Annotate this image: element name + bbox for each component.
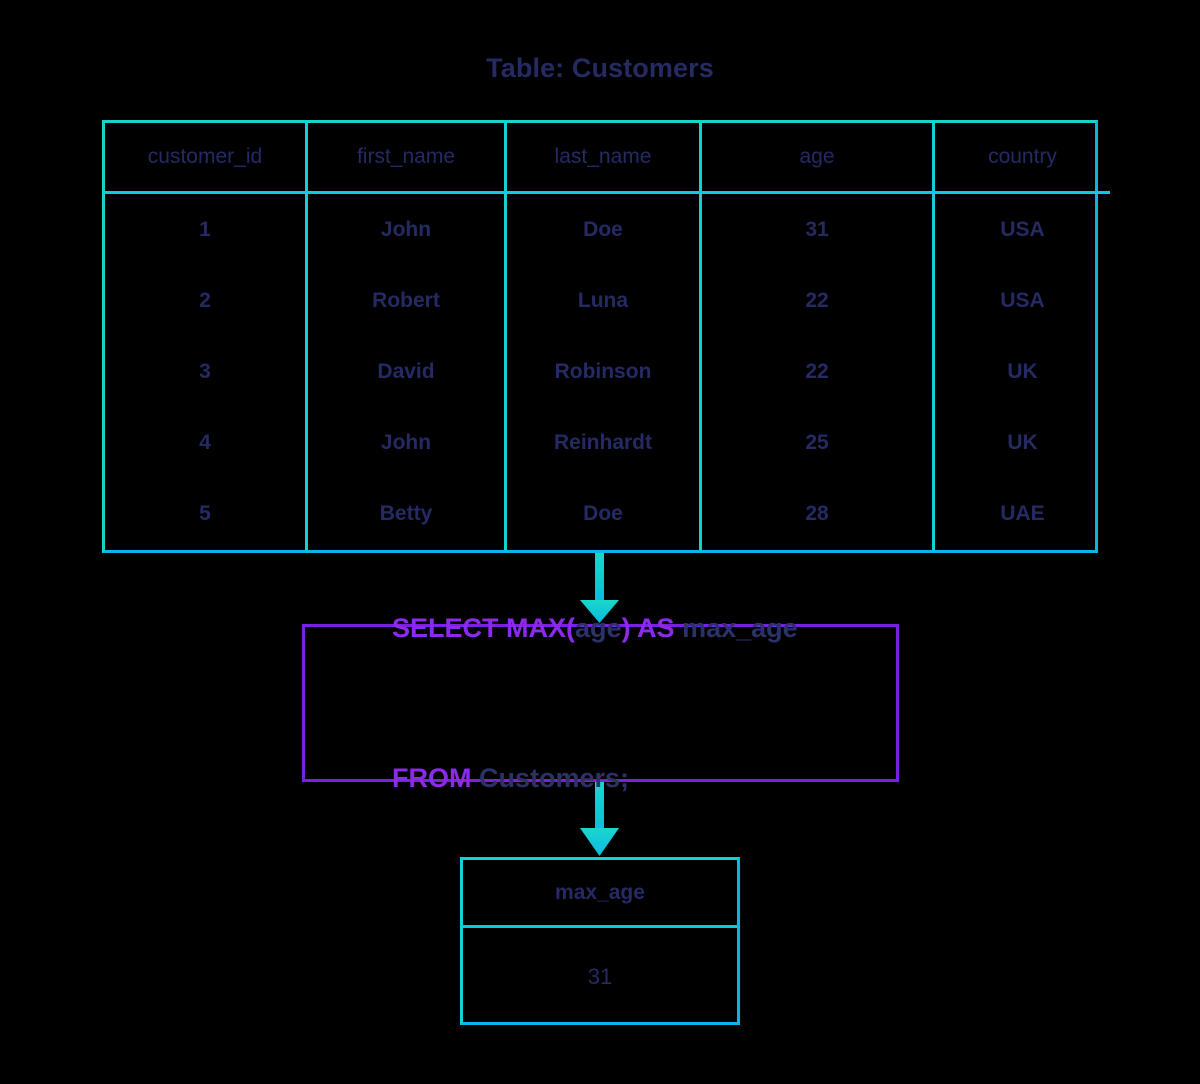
table-row: 1 John Doe 31 USA — [105, 192, 1110, 266]
cell-age: 28 — [700, 478, 935, 550]
sql-keyword-from: FROM — [392, 763, 480, 793]
column-header-customer-id: customer_id — [105, 123, 308, 195]
cell-last-name: Reinhardt — [505, 407, 702, 479]
table-row: 3 David Robinson 22 UK — [105, 336, 1110, 408]
cell-country: UK — [1007, 431, 1038, 455]
cell-age: 31 — [700, 192, 935, 266]
cell-last-name: Luna — [505, 265, 702, 337]
cell-age: 25 — [700, 407, 935, 479]
cell-first-name: David — [306, 336, 507, 408]
sql-identifier-max-age: max_age — [682, 613, 798, 643]
table-row: 4 John Reinhardt 25 UK — [105, 407, 1110, 479]
sql-line-2: FROM Customers; — [362, 703, 896, 853]
cell-last-name: Robinson — [505, 336, 702, 408]
sql-identifier-age: age — [575, 613, 622, 643]
cell-customer-id: 3 — [105, 336, 308, 408]
sql-keyword-as: ) AS — [621, 613, 683, 643]
cell-country: UAE — [1000, 502, 1045, 526]
cell-customer-id: 2 — [105, 265, 308, 337]
sql-line-1: SELECT MAX(age) AS max_age — [362, 553, 896, 703]
cell-first-name: Robert — [306, 265, 507, 337]
cell-first-name: John — [306, 407, 507, 479]
cell-country: USA — [1000, 288, 1045, 312]
cell-first-name: John — [306, 192, 507, 266]
cell-country: USA — [1000, 217, 1045, 241]
result-table: max_age 31 — [460, 857, 740, 1025]
table-row: 2 Robert Luna 22 USA — [105, 265, 1110, 337]
result-header-row: max_age — [463, 860, 737, 928]
customers-table-grid: customer_id first_name last_name age cou… — [105, 123, 1110, 550]
result-value-row: 31 — [463, 927, 737, 1026]
table-row: 5 Betty Doe 28 UAE — [105, 478, 1110, 550]
sql-query-box: SELECT MAX(age) AS max_age FROM Customer… — [302, 613, 899, 793]
sql-identifier-customers: Customers; — [479, 763, 630, 793]
cell-customer-id: 4 — [105, 407, 308, 479]
result-cell-max-age: 31 — [587, 963, 613, 989]
column-header-last-name: last_name — [505, 123, 702, 195]
cell-customer-id: 5 — [105, 478, 308, 550]
sql-keyword-select-max: SELECT MAX( — [392, 613, 576, 643]
customers-table: customer_id first_name last_name age cou… — [102, 120, 1110, 553]
cell-age: 22 — [700, 336, 935, 408]
cell-last-name: Doe — [505, 192, 702, 266]
page-title: Table: Customers — [486, 53, 714, 83]
result-column-header-max-age: max_age — [463, 860, 737, 928]
cell-age: 22 — [700, 265, 935, 337]
result-table-grid: max_age 31 — [463, 860, 737, 1025]
column-header-country: country — [933, 123, 1110, 195]
table-header-row: customer_id first_name last_name age cou… — [105, 123, 1110, 195]
column-header-age: age — [700, 123, 935, 195]
cell-last-name: Doe — [505, 478, 702, 550]
column-header-first-name: first_name — [306, 123, 507, 195]
cell-customer-id: 1 — [105, 192, 308, 266]
cell-first-name: Betty — [306, 478, 507, 550]
cell-country: UK — [1007, 360, 1038, 384]
